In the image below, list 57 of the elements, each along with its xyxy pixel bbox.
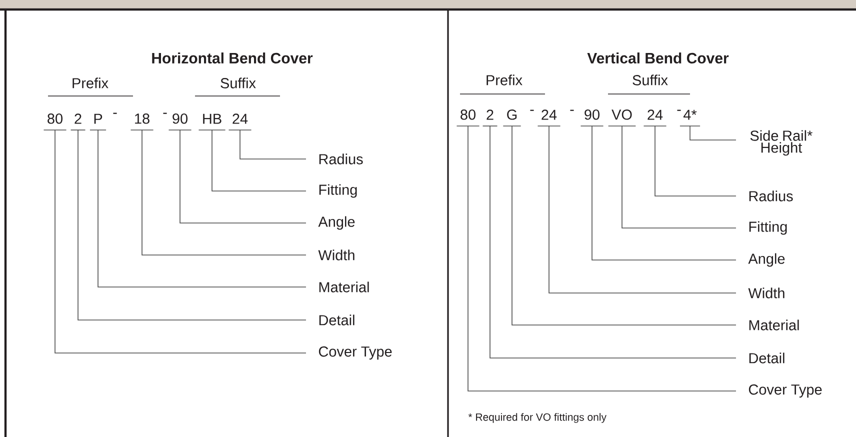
code-segment: HB: [198, 114, 226, 130]
code-segment: 90: [168, 114, 192, 130]
code-part-heading: Prefix: [486, 74, 522, 86]
separator-dash: -: [570, 110, 574, 111]
code-segment: 24: [228, 114, 252, 130]
leader-line: [212, 130, 306, 192]
field-name: Radius: [319, 154, 363, 164]
leader-line: [690, 126, 736, 140]
code-segment: G: [502, 110, 522, 126]
leader-line: [512, 126, 736, 326]
separator-dash: -: [530, 110, 534, 111]
code-segment: 80: [43, 114, 67, 130]
field-name: Fitting: [749, 221, 787, 235]
separator-dash: -: [113, 112, 117, 114]
leader-line: [78, 130, 306, 320]
field-name: Cover Type: [318, 346, 392, 360]
code-part-heading: Suffix: [220, 78, 256, 88]
leader-line: [592, 126, 736, 260]
leader-line: [98, 130, 306, 288]
field-name: Width: [748, 288, 784, 298]
leader-line: [468, 126, 736, 392]
separator-dash: -: [677, 110, 681, 111]
code-segment: 4*: [680, 110, 700, 126]
field-name: Width: [318, 250, 354, 260]
leader-line: [180, 130, 306, 224]
code-part-heading: Prefix: [72, 78, 108, 88]
panel-title: Horizontal Bend Cover: [152, 52, 313, 64]
code-segment: 2: [70, 114, 86, 130]
field-name: Cover Type: [748, 384, 822, 398]
field-name: Detail: [749, 352, 784, 364]
field-name: Angle: [318, 216, 355, 230]
field-name: Detail: [319, 314, 354, 326]
code-segment: P: [90, 114, 106, 130]
code-segment: 80: [456, 110, 480, 126]
leader-line: [490, 126, 736, 358]
code-segment: 90: [580, 110, 604, 126]
code-segment: VO: [608, 110, 636, 126]
leader-line: [654, 126, 736, 196]
code-part-heading: Suffix: [632, 74, 668, 86]
leader-line: [54, 130, 306, 354]
field-name: Material: [749, 320, 799, 330]
panel-title: Vertical Bend Cover: [587, 52, 729, 64]
field-name: Radius: [749, 190, 793, 202]
leader-line: [622, 126, 736, 228]
code-segment: 2: [482, 110, 498, 126]
code-segment: 24: [643, 110, 667, 126]
leader-line: [548, 126, 736, 294]
code-segment: 18: [130, 114, 154, 130]
field-name: Fitting: [319, 184, 357, 198]
field-name: Side Rail* Height: [750, 130, 812, 156]
leader-line: [142, 130, 306, 256]
field-name: Angle: [748, 253, 785, 267]
leader-line: [240, 130, 306, 160]
separator-dash: -: [163, 112, 167, 114]
field-name: Material: [319, 282, 369, 292]
code-segment: 24: [537, 110, 561, 126]
footnote: * Required for VO fittings only: [468, 413, 606, 423]
